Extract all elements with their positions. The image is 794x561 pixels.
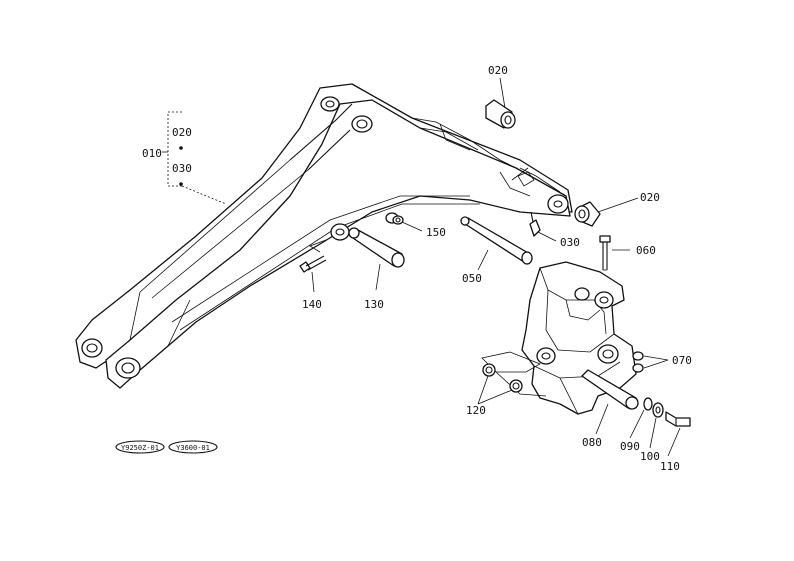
callout-050: 050 [462, 272, 482, 285]
callout-030: 030 [560, 236, 580, 249]
callout-100: 100 [640, 450, 660, 463]
pin-050 [460, 216, 533, 265]
callout-120: 120 [466, 404, 486, 417]
washer-100 [652, 402, 664, 418]
callout-080: 080 [582, 436, 602, 449]
callout-030-group: 030 [172, 162, 192, 175]
nut-150 [385, 212, 404, 225]
bushings-120 [482, 363, 523, 393]
callout-060: 060 [636, 244, 656, 257]
callout-150: 150 [426, 226, 446, 239]
pin-130 [348, 227, 405, 268]
boom-arm [75, 83, 573, 389]
callout-010: 010 [142, 147, 162, 160]
callout-020-group: 020 [172, 126, 192, 139]
grease-nipple-030 [529, 211, 541, 237]
callout-070: 070 [672, 354, 692, 367]
bolt-140 [299, 255, 327, 273]
reference-stamps: Y9250Z-01 Y3600-01 [115, 440, 218, 454]
stamp-left: Y9250Z-01 [121, 444, 159, 452]
callout-020-top: 020 [488, 64, 508, 77]
callout-130: 130 [364, 298, 384, 311]
washer-090 [643, 397, 653, 411]
callout-090: 090 [620, 440, 640, 453]
callout-labels: 010 020 030 020 020 030 060 150 050 140 … [142, 64, 692, 473]
group-bracket-010 [162, 111, 227, 205]
callout-020-right: 020 [640, 191, 660, 204]
pin-080 [581, 369, 639, 410]
callout-140: 140 [302, 298, 322, 311]
nuts-070 [632, 351, 644, 373]
stamp-right: Y3600-01 [176, 444, 210, 452]
callout-110: 110 [660, 460, 680, 473]
leader-lines [311, 77, 681, 457]
bolt-060 [599, 235, 611, 271]
bushing-020-right [574, 201, 601, 227]
swing-bracket [481, 261, 637, 415]
bushing-020-top [485, 99, 516, 129]
bolt-110 [665, 411, 691, 427]
